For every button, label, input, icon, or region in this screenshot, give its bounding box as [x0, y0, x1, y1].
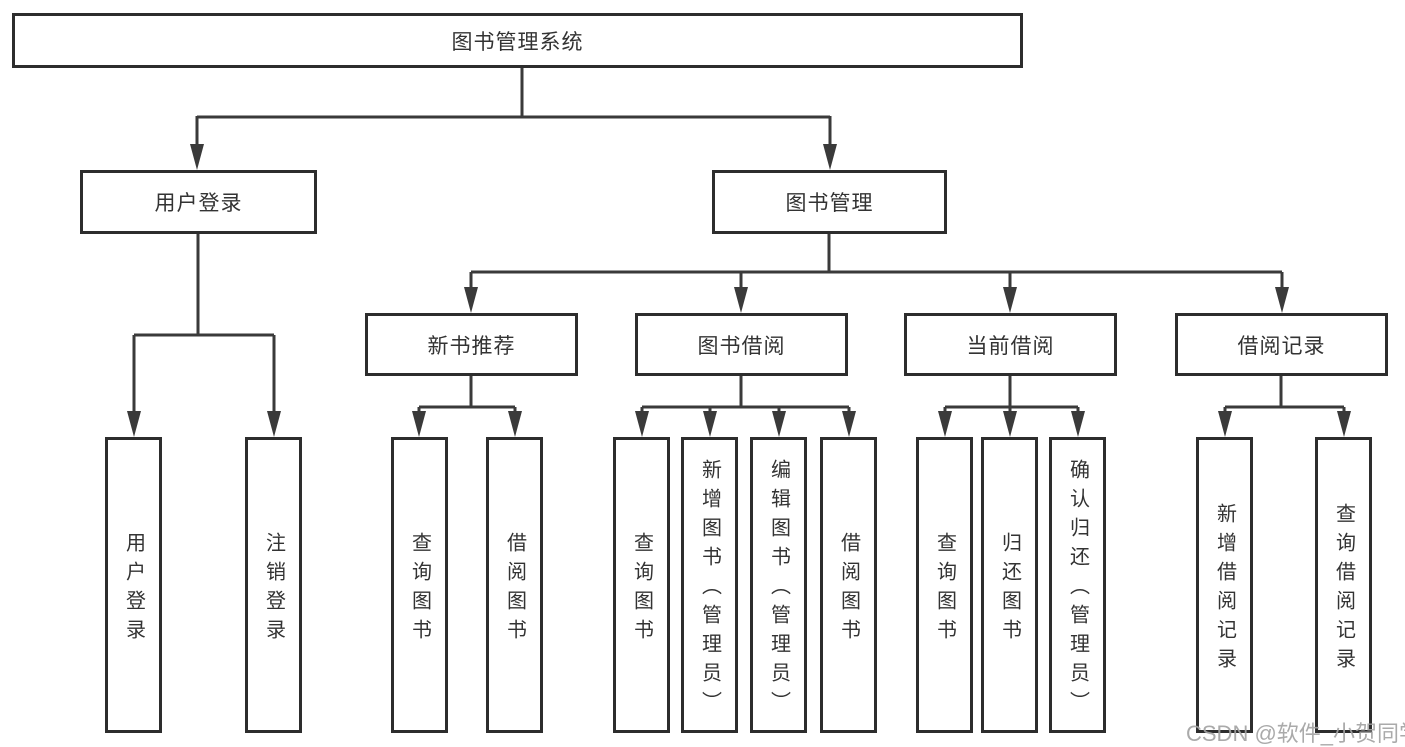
node-current-borrow-label: 当前借阅	[966, 334, 1055, 358]
leaf-query-books-recommend: 查询图书	[391, 437, 448, 733]
leaf-borrow-books: 借阅图书	[820, 437, 877, 733]
node-library-system-label: 图书管理系统	[451, 30, 584, 54]
leaf-add-borrow-record: 新增借阅记录	[1196, 437, 1253, 733]
node-current-borrow: 当前借阅	[904, 313, 1117, 376]
node-borrow-records-label: 借阅记录	[1237, 334, 1326, 358]
leaf-query-books-borrow: 查询图书	[613, 437, 670, 733]
arrowheads	[127, 144, 1351, 437]
leaf-borrow-books-recommend: 借阅图书	[486, 437, 543, 733]
node-book-management: 图书管理	[712, 170, 947, 234]
node-new-book-recommend: 新书推荐	[365, 313, 578, 376]
node-user-login-label: 用户登录	[154, 192, 243, 215]
node-library-system: 图书管理系统	[12, 13, 1023, 68]
node-user-login: 用户登录	[80, 170, 317, 234]
node-new-book-recommend-label: 新书推荐	[427, 334, 516, 358]
leaf-query-books-current: 查询图书	[916, 437, 973, 733]
leaf-logout: 注销登录	[245, 437, 302, 733]
node-borrow-records: 借阅记录	[1175, 313, 1388, 376]
leaf-return-book: 归还图书	[981, 437, 1038, 733]
leaf-confirm-return-admin: 确认归还（管理员）	[1049, 437, 1106, 733]
csdn-watermark: CSDN @软件_小贺同学	[1186, 721, 1405, 746]
node-book-borrow-label: 图书借阅	[697, 334, 786, 358]
leaf-user-login: 用户登录	[105, 437, 162, 733]
leaf-query-borrow-record: 查询借阅记录	[1315, 437, 1372, 733]
leaf-edit-book-admin: 编辑图书（管理员）	[750, 437, 807, 733]
leaf-add-book-admin: 新增图书（管理员）	[681, 437, 738, 733]
node-book-borrow: 图书借阅	[635, 313, 848, 376]
node-book-management-label: 图书管理	[785, 192, 874, 215]
